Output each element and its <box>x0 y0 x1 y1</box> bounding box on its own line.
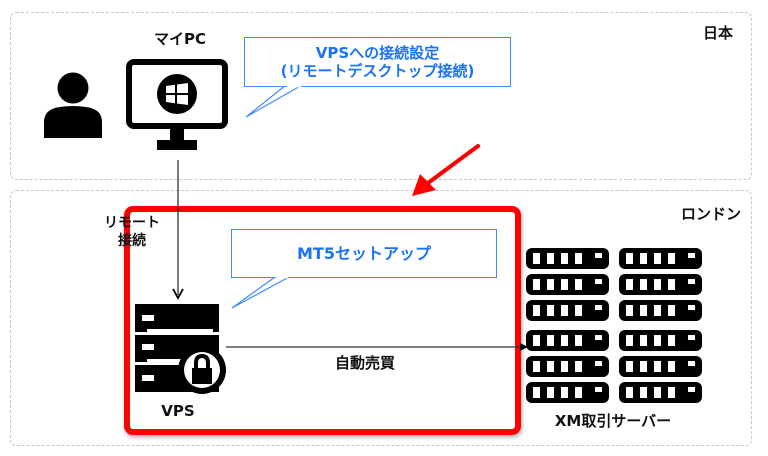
server-lock-icon <box>135 304 226 394</box>
auto-trade-label: 自動売買 <box>334 354 395 372</box>
remote-connection-label: リモート 接続 <box>92 214 172 250</box>
windows-logo-icon <box>166 83 188 105</box>
server-unit-icon <box>619 330 702 351</box>
server-unit-icon <box>526 300 609 321</box>
server-unit-icon <box>526 382 609 403</box>
server-unit-icon <box>526 248 609 269</box>
remote-connection-label-line1: リモート <box>104 215 160 231</box>
vps-label: VPS <box>161 402 195 420</box>
server-unit-icon <box>526 274 609 295</box>
server-unit-icon <box>619 300 702 321</box>
zone-london-label: ロンドン <box>681 205 742 223</box>
server-rack-icon <box>526 248 702 403</box>
highlight-box-vps <box>124 206 521 435</box>
server-unit-icon <box>526 356 609 377</box>
server-unit-icon <box>619 382 702 403</box>
monitor-windows-icon <box>126 59 228 150</box>
callout-mt5-setup: MT5セットアップ <box>231 229 497 278</box>
server-unit-icon <box>526 330 609 351</box>
callout-mt5-setup-text: MT5セットアップ <box>297 243 431 263</box>
server-unit-icon <box>619 356 702 377</box>
callout-vps-connect-line2: (リモートデスクトップ接続) <box>280 62 475 80</box>
my-pc-label: マイPC <box>153 30 206 48</box>
callout-vps-connect: VPSへの接続設定 (リモートデスクトップ接続) <box>244 37 511 87</box>
user-icon <box>44 72 102 138</box>
remote-connection-label-line2: 接続 <box>118 233 146 249</box>
server-unit-icon <box>619 274 702 295</box>
zone-london <box>10 190 752 446</box>
server-unit-icon <box>619 248 702 269</box>
callout-vps-connect-line1: VPSへの接続設定 <box>315 44 440 62</box>
zone-japan-label: 日本 <box>703 24 734 42</box>
xm-servers-label: XM取引サーバー <box>554 412 672 430</box>
zone-japan <box>10 12 752 180</box>
